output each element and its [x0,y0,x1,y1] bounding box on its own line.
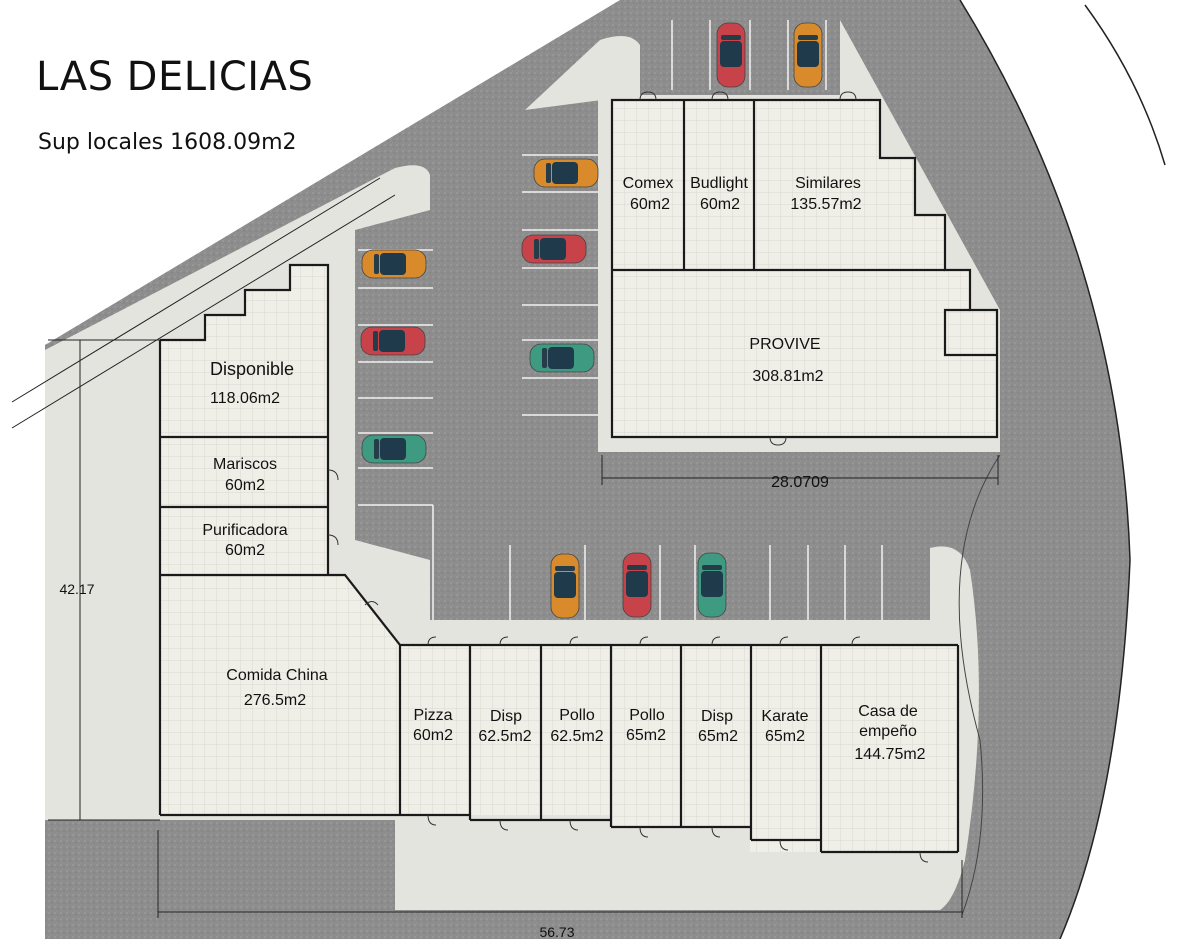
unit-purificadora-area: 60m2 [225,542,265,559]
buildings-floor [160,100,997,853]
property-line-2 [11,194,396,429]
unit-disp-2-name: Disp [701,708,733,725]
sidewalk-behind-provive [598,440,1000,452]
unit-pizza-name: Pizza [413,707,452,724]
dimension-lines [48,339,999,918]
cars [360,22,823,619]
dimension-site-height: 42.17 [59,581,94,597]
unit-disponible-area: 118.06m2 [210,390,280,407]
unit-pollo-1-area: 62.5m2 [550,728,603,745]
unit-pollo-1-name: Pollo [559,707,595,724]
unit-pollo-2-area: 65m2 [626,727,666,744]
doors [327,91,929,863]
car [793,22,823,88]
unit-budlight-area: 60m2 [700,196,740,213]
sidewalk-top-island [525,36,640,110]
dimension-provive-width: 28.0709 [771,474,829,491]
car [716,22,746,88]
unit-provive-name: PROVIVE [749,336,820,353]
unit-casa-empeno-line1: Casa de [858,703,918,720]
unit-comida-china-name: Comida China [226,667,327,684]
building-walls [158,98,999,854]
unit-disp-1-area: 62.5m2 [478,728,531,745]
unit-karate-name: Karate [761,708,808,725]
unit-pollo-2-name: Pollo [629,707,665,724]
inner-arc [958,454,1001,916]
unit-disponible-name: Disponible [210,359,294,379]
outer-arc [959,0,1131,939]
car [529,343,595,373]
outer-arc-far [1084,4,1166,166]
page-title: LAS DELICIAS [36,54,314,100]
car [360,326,426,356]
dimension-site-width: 56.73 [539,924,574,939]
car [697,552,727,618]
unit-mariscos-area: 60m2 [225,477,265,494]
parking-lines-mid [522,154,598,416]
unit-disp-1-name: Disp [490,708,522,725]
car [361,249,427,279]
unit-comida-china-area: 276.5m2 [244,692,306,709]
car [622,552,652,618]
parking-lines-top [671,20,827,90]
car [361,434,427,464]
unit-mariscos-name: Mariscos [213,456,277,473]
unit-provive-area: 308.81m2 [752,368,823,385]
unit-disp-2-area: 65m2 [698,728,738,745]
parking-lines-bottom [509,545,883,620]
unit-comex-area: 60m2 [630,196,670,213]
unit-similares-name: Similares [795,175,861,192]
property-line-1 [11,177,381,403]
unit-casa-empeno-area: 144.75m2 [854,746,925,763]
unit-purificadora-name: Purificadora [202,522,287,539]
unit-karate-area: 65m2 [765,728,805,745]
unit-comex-name: Comex [623,175,674,192]
unit-casa-empeno-line2: empeño [859,723,917,740]
car [521,234,587,264]
car [550,553,580,619]
page-subtitle: Sup locales 1608.09m2 [38,130,297,155]
unit-budlight-name: Budlight [690,175,748,192]
car [533,158,599,188]
unit-similares-area: 135.57m2 [790,196,861,213]
parking-lines-left [358,249,434,620]
unit-labels: Comex 60m2 Budlight 60m2 Similares 135.5… [202,175,925,763]
unit-pizza-area: 60m2 [413,727,453,744]
